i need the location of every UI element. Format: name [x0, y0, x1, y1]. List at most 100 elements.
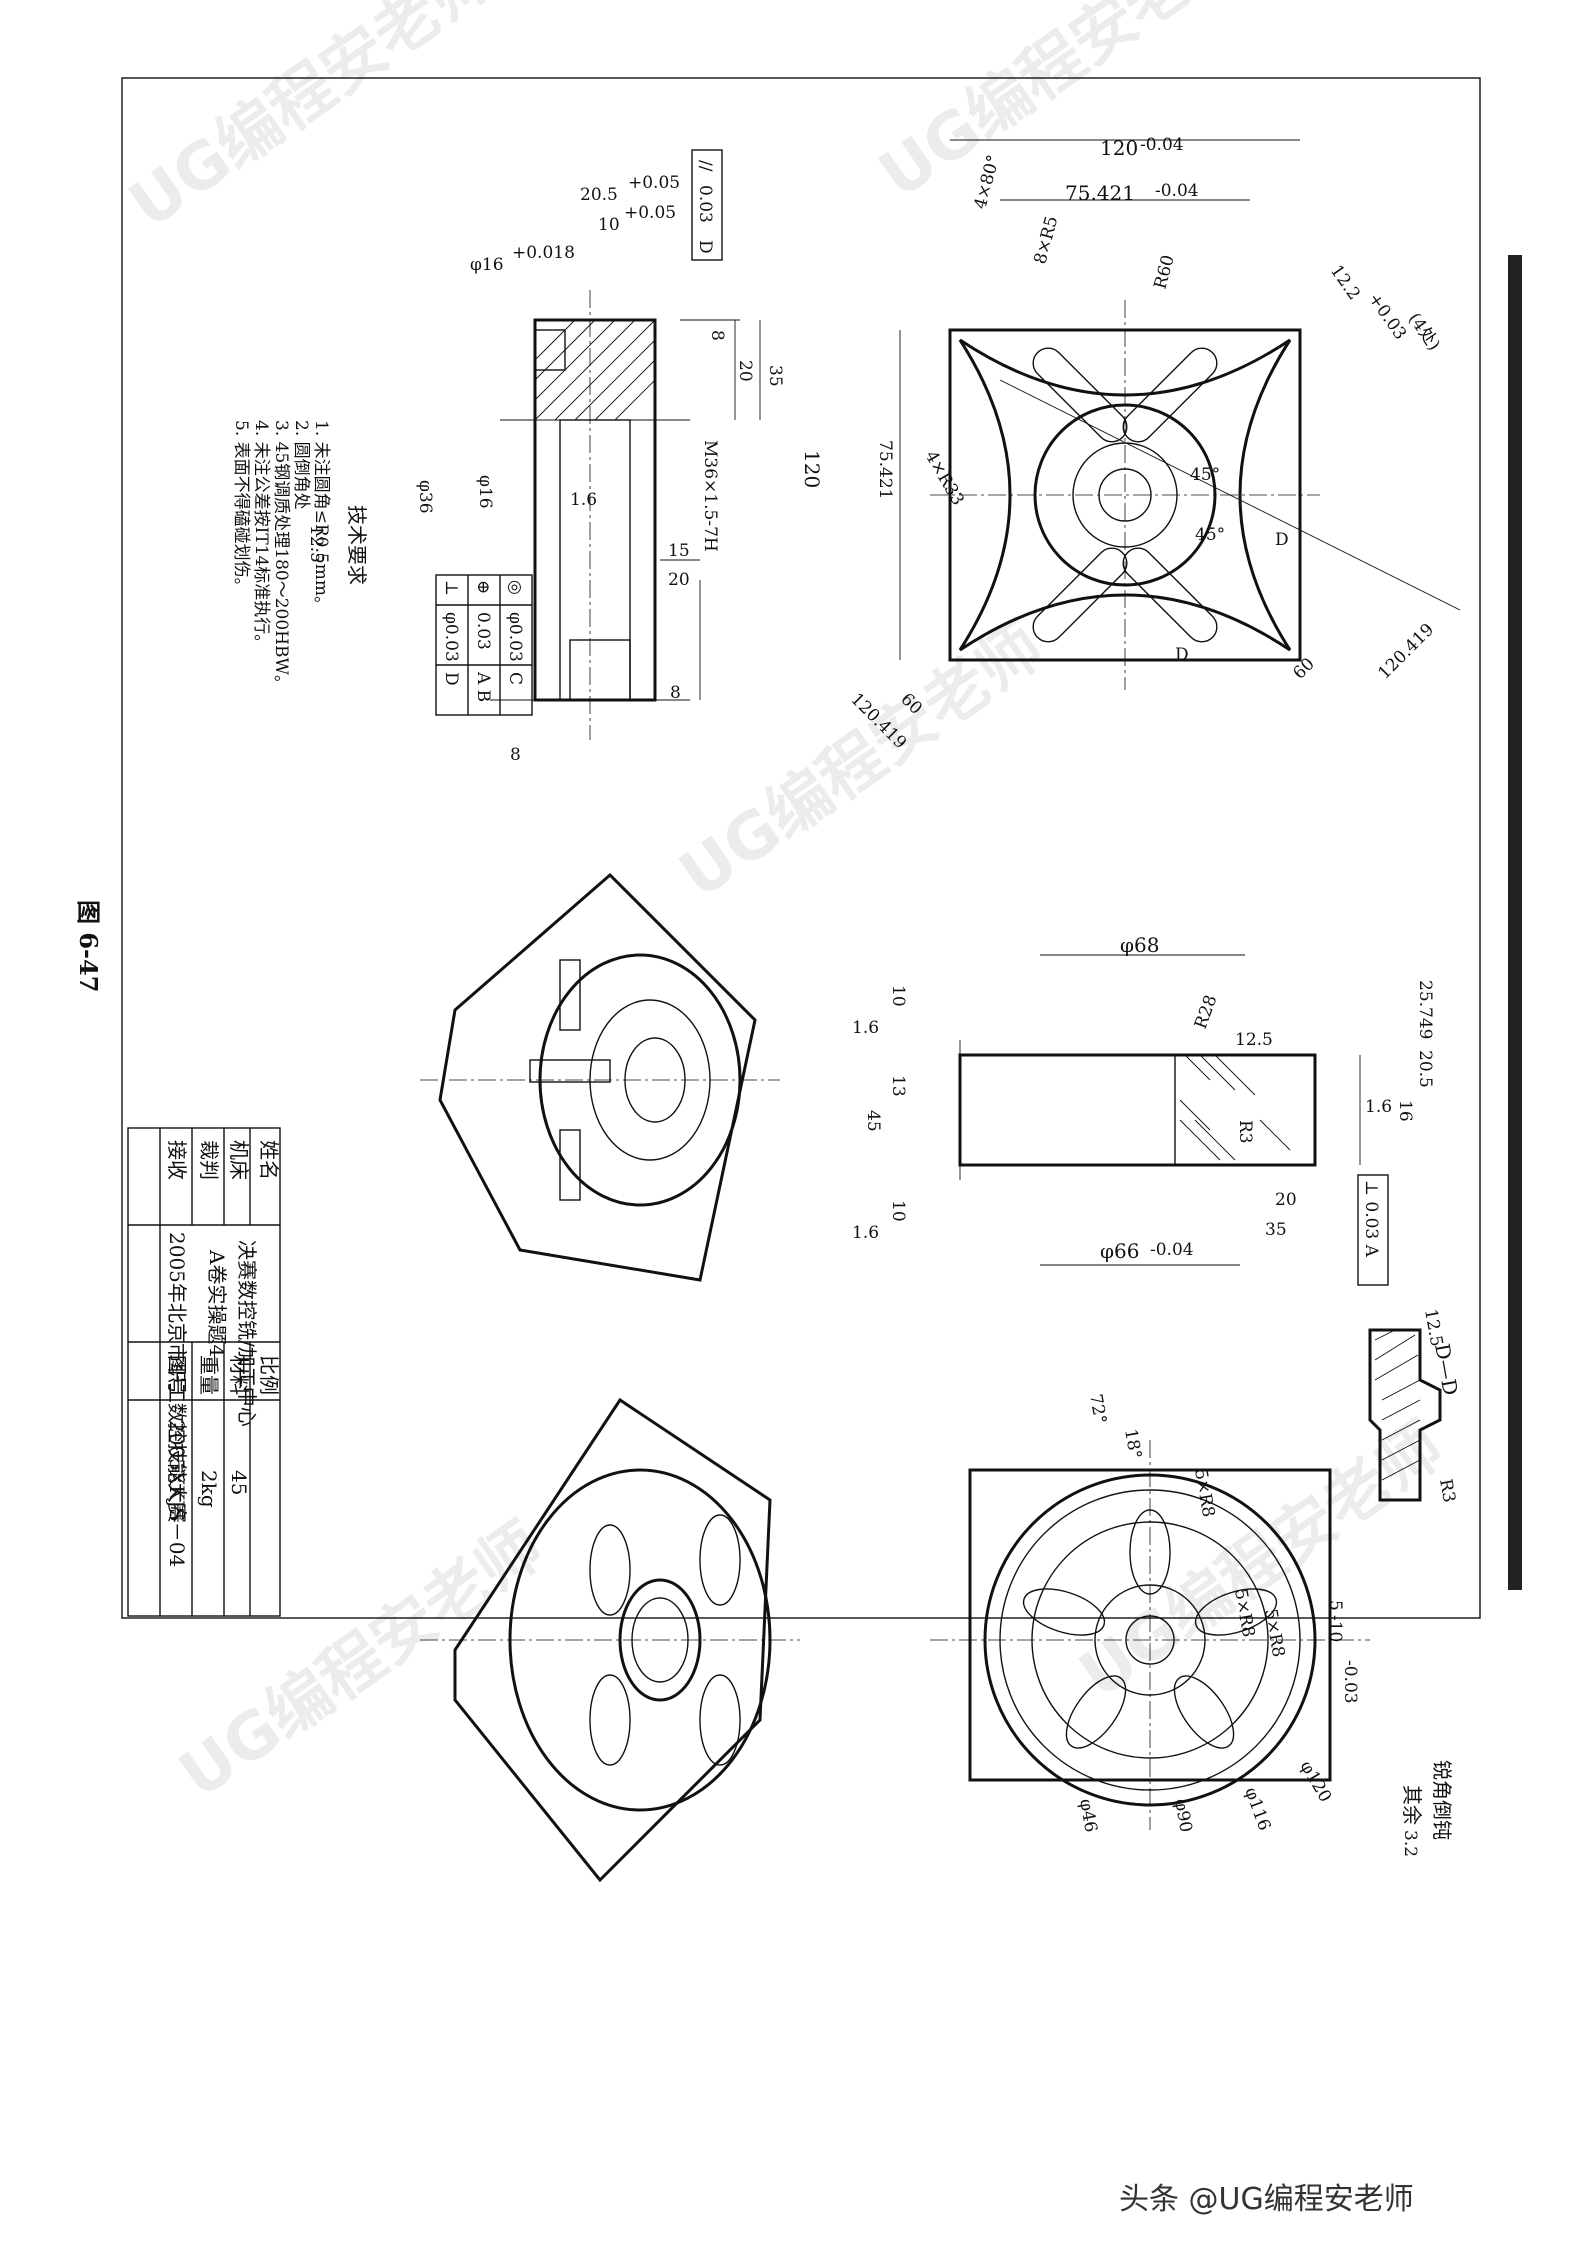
ra-1-6-left: 1.6 — [852, 1018, 879, 1038]
top-view-outline — [948, 328, 1302, 662]
footer-credit-shadow: 头条 @UG编程安老师 — [1119, 2182, 1414, 2217]
footer-credit: 头条 @UG编程安老师 — [1120, 2183, 1415, 2218]
dim-bottom-5: 5 — [1325, 1600, 1345, 1611]
dim-8: 8 — [707, 330, 727, 341]
dim-13-side: 13 — [888, 1075, 908, 1097]
dim-r3: R3 — [1235, 1120, 1255, 1144]
svg-text:A B: A B — [473, 671, 493, 702]
svg-text:0.03: 0.03 — [473, 612, 493, 650]
edge-note: 锐角倒钝 — [1430, 1760, 1454, 1840]
tech-roughness-note: 12.5 — [306, 525, 326, 563]
svg-text:⊥: ⊥ — [441, 580, 461, 596]
dim-phi68: φ68 — [1120, 933, 1159, 957]
title-value-material: 45 — [227, 1470, 251, 1495]
dim-top-75-v: 75.421 — [875, 440, 895, 499]
watermark-text: UG编程安老师 — [167, 1509, 557, 1813]
dim-25-749: 25.749 — [1415, 980, 1435, 1039]
dim-slot-tol: +0.03 — [1364, 289, 1410, 343]
dim-angle-72: 72° — [1085, 1392, 1110, 1425]
dim-phi90: φ90 — [1170, 1797, 1196, 1834]
section-mark-d: D — [1275, 530, 1289, 550]
svg-text:φ0.03: φ0.03 — [441, 612, 461, 662]
tech-item-3: 3. 45钢调质处理180～200HBW。 — [271, 420, 291, 692]
watermark-text: UG编程安老师 — [117, 0, 507, 243]
dim-top-120-tol: -0.04 — [1140, 135, 1184, 155]
title-label-drawing-no: 图号 — [165, 1355, 189, 1395]
dim-phi46: φ46 — [1075, 1797, 1101, 1834]
scan-edge — [1508, 255, 1522, 1590]
dim-phi16: φ16 — [475, 475, 495, 509]
dim-5xr8-c: 5×R8 — [1260, 1607, 1288, 1658]
ra-12-5: 12.5 — [1235, 1030, 1273, 1050]
tolerance-frame-parallel: // 0.03 D — [691, 149, 723, 261]
title-center-line2: A卷实操题4 — [205, 1249, 229, 1357]
dim-10b-side: 10 — [888, 1200, 908, 1222]
watermark-group: UG编程安老师 UG编程安老师 UG编程安老师 UG编程安老师 UG编程安老师 — [117, 0, 1457, 1813]
svg-text:C: C — [505, 672, 525, 685]
section-view: 20.5 +0.05 10 +0.05 φ16 +0.018 20 35 8 M… — [415, 149, 785, 765]
title-row-receive: 接收 — [165, 1140, 189, 1180]
title-block-frame — [127, 1127, 281, 1617]
tech-item-1: 1. 未注圆角≤R0.5mm。 — [311, 420, 331, 613]
svg-text:◎: ◎ — [505, 580, 525, 595]
svg-text:D: D — [441, 672, 461, 686]
tech-item-4: 4. 未注公差按IT14标准执行。 — [251, 420, 271, 651]
dim-diag-b: 120.419 — [1374, 620, 1438, 684]
ra-1-6-side: 1.6 — [1365, 1097, 1392, 1117]
dim-top-75-tol: -0.04 — [1155, 181, 1199, 201]
dim-slot: 12.2 — [1326, 261, 1364, 303]
section-outline — [533, 318, 657, 702]
dim-10: 10 — [598, 215, 620, 235]
isometric-view-bottom — [420, 1397, 800, 1883]
dim-45-side: 45 — [863, 1110, 883, 1132]
dim-angle-45a: 45° — [1190, 465, 1220, 485]
top-view: 120 -0.04 75.421 -0.04 4×80° 8×R5 R60 12… — [800, 135, 1461, 753]
title-value-drawing-no: 2005XKJS－04 — [165, 1420, 189, 1567]
tech-item-5: 5. 表面不得磕碰划伤。 — [231, 420, 251, 595]
dim-5xr8-a: 5×R8 — [1190, 1467, 1218, 1518]
dim-angle-18: 18° — [1120, 1427, 1145, 1460]
section-d-d: D—D R3 12.5 — [1368, 1307, 1463, 1504]
ra-1-6: 1.6 — [570, 490, 597, 510]
svg-text:0.03: 0.03 — [695, 185, 715, 223]
dim-r33: 4×R33 — [921, 448, 968, 510]
dim-phi36: φ36 — [415, 480, 435, 514]
dim-r60: R60 — [1151, 253, 1179, 291]
dim-35: 35 — [765, 365, 785, 387]
dim-20-5: 20.5 — [580, 185, 618, 205]
title-center-line1: 决赛数控铣/加工中心 — [235, 1240, 259, 1427]
perp-text: ⊥ 0.03 A — [1361, 1180, 1381, 1258]
perp-frame — [1357, 1174, 1389, 1286]
tech-requirements: 技术要求 1. 未注圆角≤R0.5mm。 2. 圆倒角处 12.5 3. 45钢… — [231, 420, 369, 692]
dim-20-5-side: 20.5 — [1415, 1050, 1435, 1088]
dim-top-75: 75.421 — [1065, 181, 1135, 205]
rest-ra: 3.2 — [1400, 1830, 1420, 1857]
dim-8c: 8 — [510, 745, 521, 765]
dim-bottom-10-tol: -0.03 — [1340, 1660, 1360, 1704]
dim-16-side: 16 — [1395, 1100, 1415, 1122]
dim-20: 20 — [735, 360, 755, 382]
title-row-name: 姓名 — [257, 1140, 281, 1180]
title-block: 姓名 机床 裁判 接收 决赛数控铣/加工中心 A卷实操题4 2005年北京市职工… — [127, 1127, 281, 1617]
title-value-weight: 2kg — [197, 1470, 221, 1508]
dim-20-side: 20 — [1275, 1190, 1297, 1210]
dim-angle-45b: 45° — [1195, 525, 1225, 545]
tech-item-2: 2. 圆倒角处 — [291, 420, 311, 510]
ra-1-6-left2: 1.6 — [852, 1223, 879, 1243]
dim-phi116: φ116 — [1240, 1785, 1274, 1834]
dim-corner-r: 8×R5 — [1031, 214, 1063, 266]
dim-phi16-top-tol: +0.018 — [512, 243, 575, 263]
side-section-view: φ68 φ66 -0.04 R28 12.5 R3 25.749 20.5 16… — [852, 933, 1435, 1286]
tech-title: 技术要求 — [345, 505, 369, 585]
title-row-judge: 裁判 — [197, 1140, 221, 1180]
dim-20-5-tol: +0.05 — [628, 173, 680, 193]
dim-15: 15 — [668, 541, 690, 561]
title-center-org: 2005年北京市职工数控技能大赛 — [165, 1232, 189, 1523]
dim-r28: R28 — [1191, 993, 1222, 1032]
dim-10-tol: +0.05 — [624, 203, 676, 223]
rest-note: 其余 — [1400, 1785, 1424, 1825]
svg-text:⊕: ⊕ — [473, 580, 493, 594]
drawing-border — [121, 77, 1481, 1619]
watermark-text: UG编程安老师 — [667, 609, 1057, 913]
